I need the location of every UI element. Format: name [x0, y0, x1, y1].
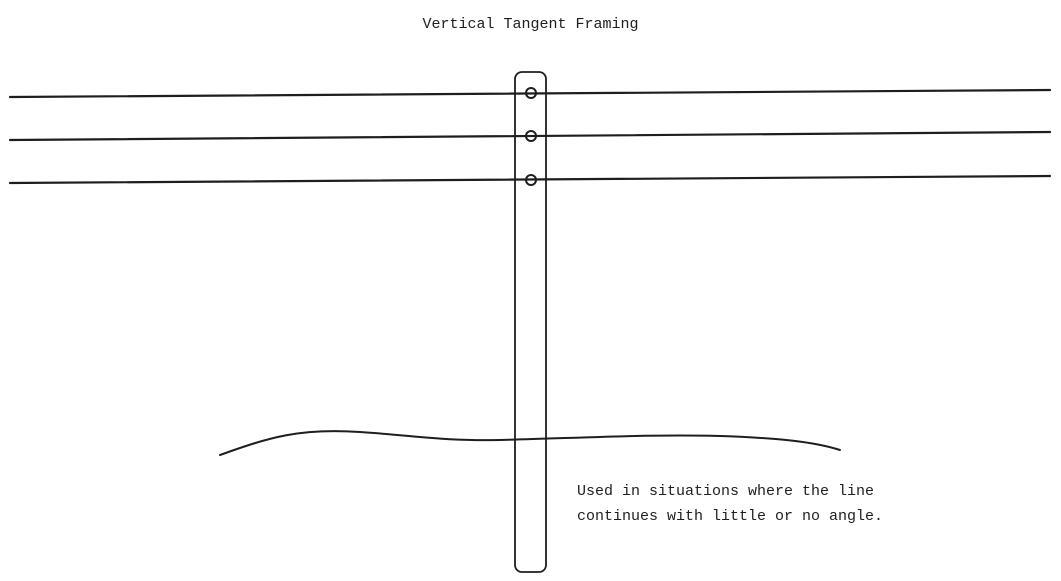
usage-note: Used in situations where the line continu… [577, 479, 883, 529]
diagram-title: Vertical Tangent Framing [422, 16, 639, 33]
conductor-line-3 [8, 174, 1052, 185]
insulator-3 [525, 174, 537, 186]
pole [514, 71, 547, 573]
conductor-line-2 [8, 130, 1052, 142]
usage-note-line-2: continues with little or no angle. [577, 508, 884, 525]
insulator-1 [525, 87, 537, 99]
conductor-line-1 [8, 88, 1052, 99]
insulator-2 [525, 130, 537, 142]
ground-line [219, 430, 841, 456]
usage-note-line-1: Used in situations where the line [577, 483, 875, 500]
